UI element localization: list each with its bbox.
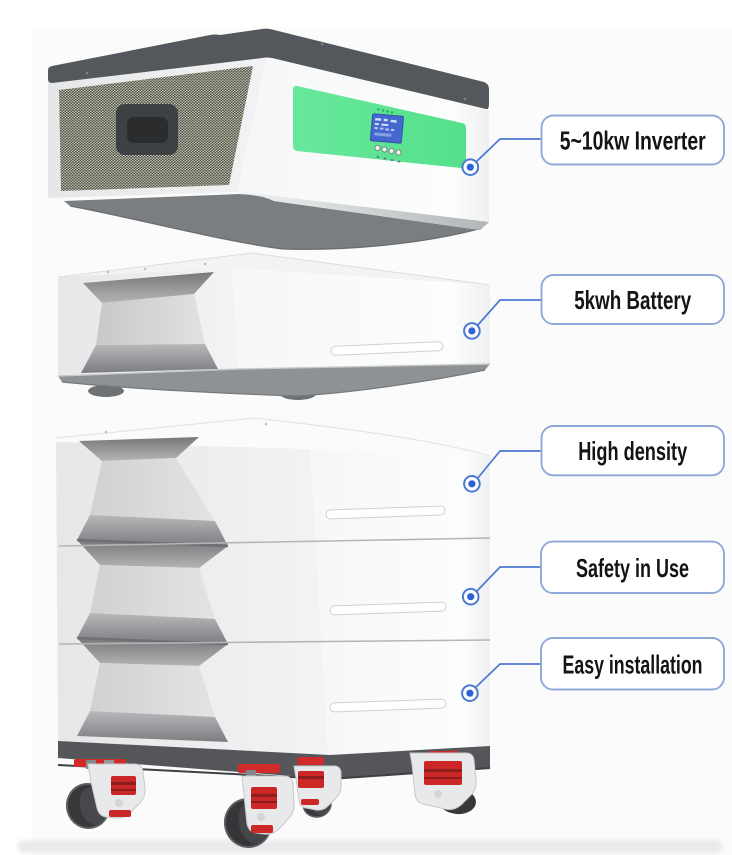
svg-text:Easy installation: Easy installation [563,649,703,679]
svg-text:High density: High density [578,436,687,466]
svg-text:5kwh Battery: 5kwh Battery [574,285,691,315]
svg-text:5~10kw Inverter: 5~10kw Inverter [560,126,706,156]
svg-text:Safety in Use: Safety in Use [576,553,689,583]
